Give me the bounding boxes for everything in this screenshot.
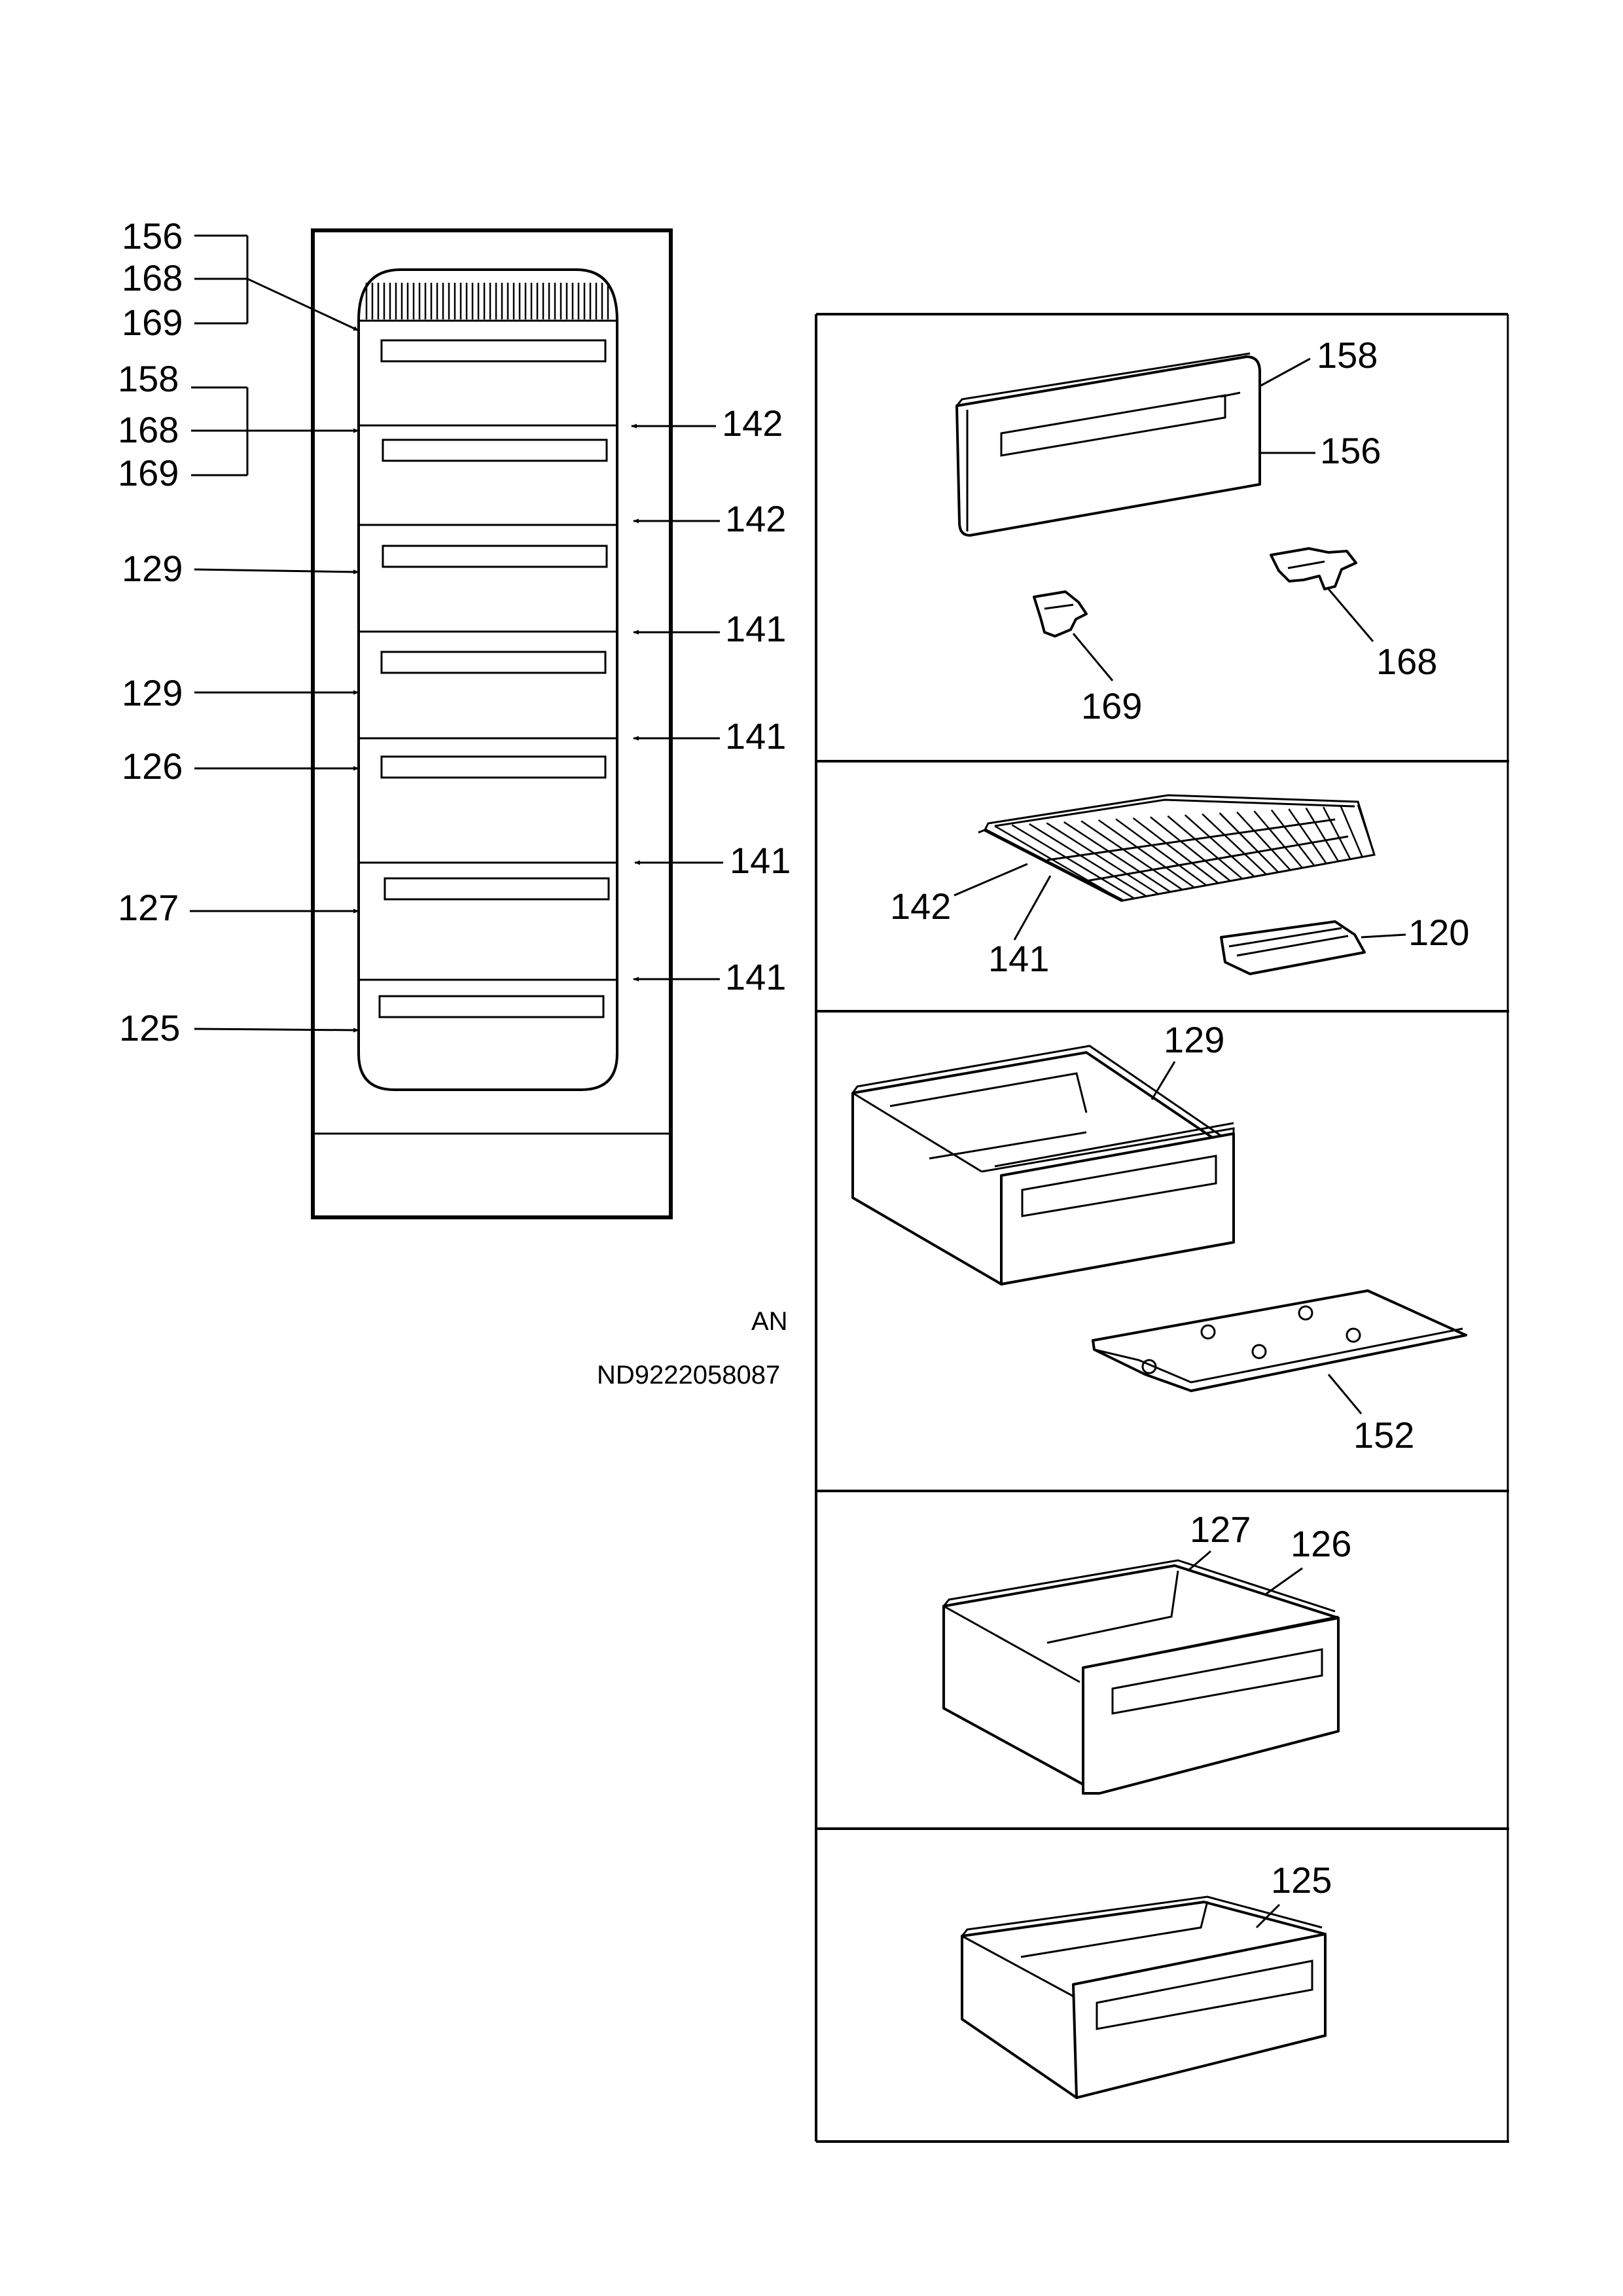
label-141: 141 [725, 608, 786, 649]
hinge-169 [1033, 590, 1088, 637]
shelf-rod [994, 825, 1123, 902]
shelf-rod [1029, 823, 1147, 897]
flap-handle [380, 339, 607, 363]
parts-panel-frame [815, 313, 1509, 2143]
label-168: 168 [1376, 641, 1437, 682]
shelf-rod [1270, 809, 1315, 867]
shelf-rod [1305, 807, 1340, 862]
label-156: 156 [1320, 430, 1381, 471]
shelf-rod [1288, 808, 1327, 865]
label-142: 142 [890, 886, 951, 927]
shelf-rod [1115, 818, 1207, 886]
cabinet-front-view: 156 168 169 158 168 169 129 129 126 127 … [118, 215, 791, 1219]
freezer-compartment [357, 268, 618, 1091]
drawer-handle [380, 651, 607, 674]
shelf-rod [1150, 816, 1231, 882]
shelf-rod [1132, 817, 1219, 884]
label-120: 120 [1408, 912, 1469, 953]
label-156: 156 [122, 215, 183, 257]
ice-tray-120 [1220, 920, 1366, 975]
drawer-handle [382, 439, 608, 462]
drawer-129 [851, 1045, 1235, 1285]
label-125: 125 [119, 1007, 180, 1049]
drawer-handle [382, 545, 608, 568]
shelf-rod [1253, 810, 1303, 869]
shelf-rod [1080, 820, 1183, 891]
shelf-rod [1219, 812, 1279, 873]
label-169: 169 [118, 452, 179, 493]
label-129: 129 [122, 548, 183, 589]
label-141: 141 [988, 938, 1049, 979]
shelf-rod [1236, 811, 1291, 871]
shelf-rod [1202, 813, 1267, 875]
label-142: 142 [722, 403, 783, 444]
label-129: 129 [1164, 1019, 1224, 1060]
hinge-168 [1270, 547, 1357, 590]
shelf-rod [1357, 804, 1376, 855]
shelf-rod [1011, 824, 1135, 899]
label-158: 158 [118, 358, 179, 399]
drawer-129-panel: 129 152 [851, 1019, 1467, 1456]
drawer-handle [380, 755, 607, 779]
tray-152 [1092, 1289, 1467, 1392]
shelf-rod [1167, 815, 1243, 880]
label-127: 127 [1190, 1509, 1251, 1550]
label-168: 168 [122, 257, 183, 298]
shelf-rod [1340, 806, 1363, 857]
label-141: 141 [730, 840, 791, 881]
shelf-rod [1063, 821, 1171, 893]
label-158: 158 [1317, 334, 1378, 376]
cabinet-outline [311, 228, 673, 1219]
label-129: 129 [122, 672, 183, 713]
shelf-rod [1046, 822, 1159, 895]
model-code-an: AN [751, 1307, 788, 1336]
label-142: 142 [725, 498, 786, 539]
shelf-rods [994, 804, 1376, 902]
drawer-handle [383, 877, 610, 901]
shelf-rod [1097, 819, 1195, 889]
drawer-126-panel: 127 126 [942, 1509, 1351, 1795]
drawer-125 [961, 1895, 1327, 2099]
door-flap-panel: 158 156 169 168 [955, 334, 1437, 726]
shelf-rod [1323, 806, 1351, 860]
label-127: 127 [118, 887, 179, 928]
model-code-nd: ND9222058087 [597, 1361, 780, 1390]
label-141: 141 [725, 956, 786, 997]
drawer-125-panel: 125 [961, 1859, 1332, 2099]
shelf-rod [1184, 814, 1255, 878]
label-152: 152 [1353, 1414, 1414, 1456]
drawer-handle [378, 995, 605, 1018]
shelf-panel: 142 141 120 [890, 794, 1469, 979]
bracket-group-top [194, 234, 359, 332]
label-168: 168 [118, 409, 179, 450]
drawer-126 [942, 1559, 1340, 1795]
grille-hatching [365, 283, 609, 319]
label-125: 125 [1271, 1859, 1332, 1901]
label-141: 141 [725, 715, 786, 757]
label-126: 126 [122, 745, 183, 787]
label-169: 169 [122, 302, 183, 343]
label-169: 169 [1081, 685, 1142, 726]
bracket-group-second [191, 386, 359, 476]
leader-125 [194, 1028, 359, 1033]
flap-156 [955, 352, 1261, 537]
leader-129 [194, 568, 359, 575]
label-126: 126 [1291, 1523, 1351, 1564]
